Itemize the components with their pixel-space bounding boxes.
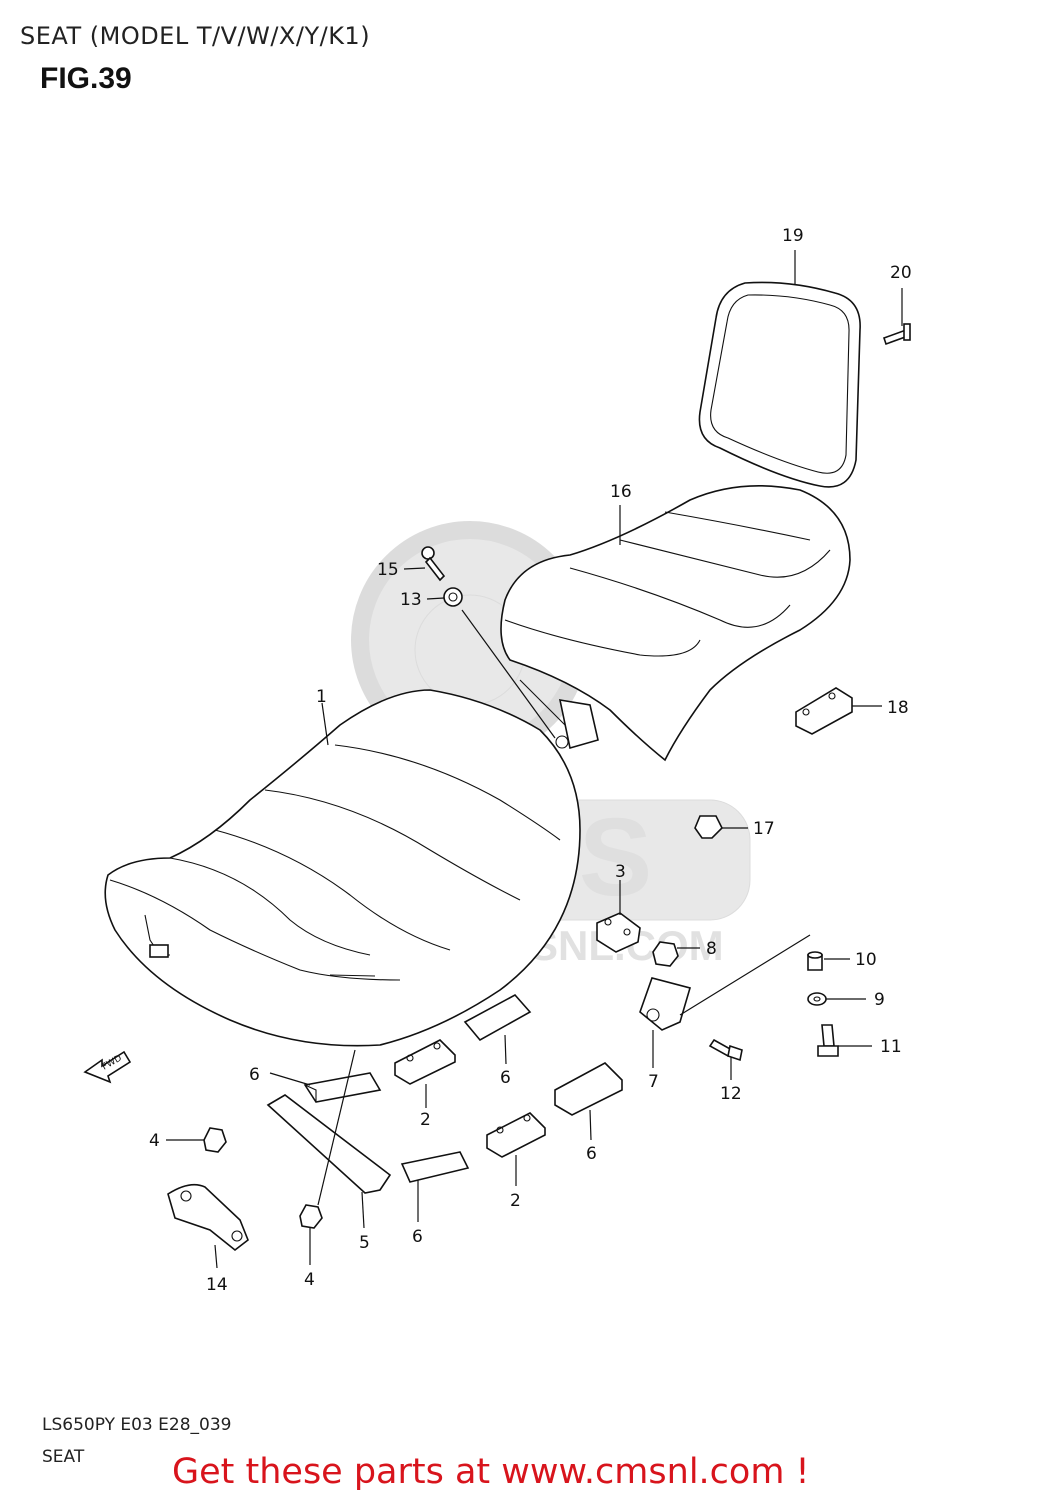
callout-10: 10 (855, 950, 877, 970)
part-1-main-seat[interactable] (104, 689, 581, 1047)
callout-2-b: 2 (510, 1191, 521, 1211)
leader-lines (166, 250, 903, 1269)
callout-5: 5 (359, 1233, 370, 1253)
part-4-nut-b[interactable] (299, 1204, 323, 1229)
callout-1: 1 (316, 687, 327, 707)
callout-11: 11 (880, 1037, 902, 1057)
callout-14: 14 (206, 1275, 228, 1295)
drawing-subtitle: SEAT (42, 1447, 85, 1467)
callout-4-b: 4 (304, 1270, 315, 1290)
callout-8: 8 (706, 939, 717, 959)
callout-6-b: 6 (500, 1068, 511, 1088)
seat-hinge-bracket (555, 699, 599, 750)
callout-9: 9 (874, 990, 885, 1010)
part-14-bracket[interactable] (167, 1183, 249, 1252)
part-12-bolt[interactable] (708, 1038, 743, 1062)
callout-12: 12 (720, 1084, 742, 1104)
part-9-washer[interactable] (807, 992, 827, 1006)
part-6-cushion-c[interactable] (554, 1062, 623, 1116)
part-6-cushion-d[interactable] (400, 1151, 470, 1183)
part-2-cushion-b[interactable] (486, 1112, 546, 1158)
drawing-code: LS650PY E03 E28_039 (42, 1415, 232, 1435)
part-5-long-cushion[interactable] (266, 1094, 392, 1194)
callout-7: 7 (648, 1072, 659, 1092)
callout-18: 18 (887, 698, 909, 718)
callout-3: 3 (615, 862, 626, 882)
part-6-cushion-b[interactable] (463, 993, 532, 1042)
part-18-rubber-block[interactable] (795, 687, 853, 735)
callout-19: 19 (782, 226, 804, 246)
part-4-nut-a[interactable] (203, 1127, 227, 1153)
part-6-cushion-a[interactable] (303, 1072, 382, 1103)
callout-6-a: 6 (249, 1065, 260, 1085)
callout-13: 13 (400, 590, 422, 610)
part-19-backrest[interactable] (698, 281, 861, 488)
callout-6-d: 6 (412, 1227, 423, 1247)
part-2-cushion-a[interactable] (394, 1039, 456, 1085)
cmsnl-promo-link[interactable]: Get these parts at www.cmsnl.com ! (172, 1452, 810, 1492)
figure-number: FIG.39 (40, 62, 132, 95)
callout-17: 17 (753, 819, 775, 839)
part-13-collar[interactable] (443, 587, 463, 607)
callout-20: 20 (890, 263, 912, 283)
part-8-nut[interactable] (652, 941, 679, 967)
callout-labels: 19 20 16 15 13 1 18 17 3 8 10 9 11 12 7 … (149, 226, 912, 1295)
part-10-collar[interactable] (807, 951, 823, 971)
callout-16: 16 (610, 482, 632, 502)
page-title: SEAT (MODEL T/V/W/X/Y/K1) (20, 22, 371, 50)
part-7-bracket[interactable] (639, 934, 811, 1031)
callout-6-c: 6 (586, 1144, 597, 1164)
part-16-rear-seat[interactable] (500, 484, 851, 762)
callout-4-a: 4 (149, 1131, 160, 1151)
part-11-bolt[interactable] (817, 1024, 839, 1057)
part-15-bolt[interactable] (421, 546, 446, 582)
part-20-screw[interactable] (882, 323, 911, 346)
fwd-arrow-icon: FWD (83, 1050, 132, 1084)
callout-15: 15 (377, 560, 399, 580)
callout-2-a: 2 (420, 1110, 431, 1130)
